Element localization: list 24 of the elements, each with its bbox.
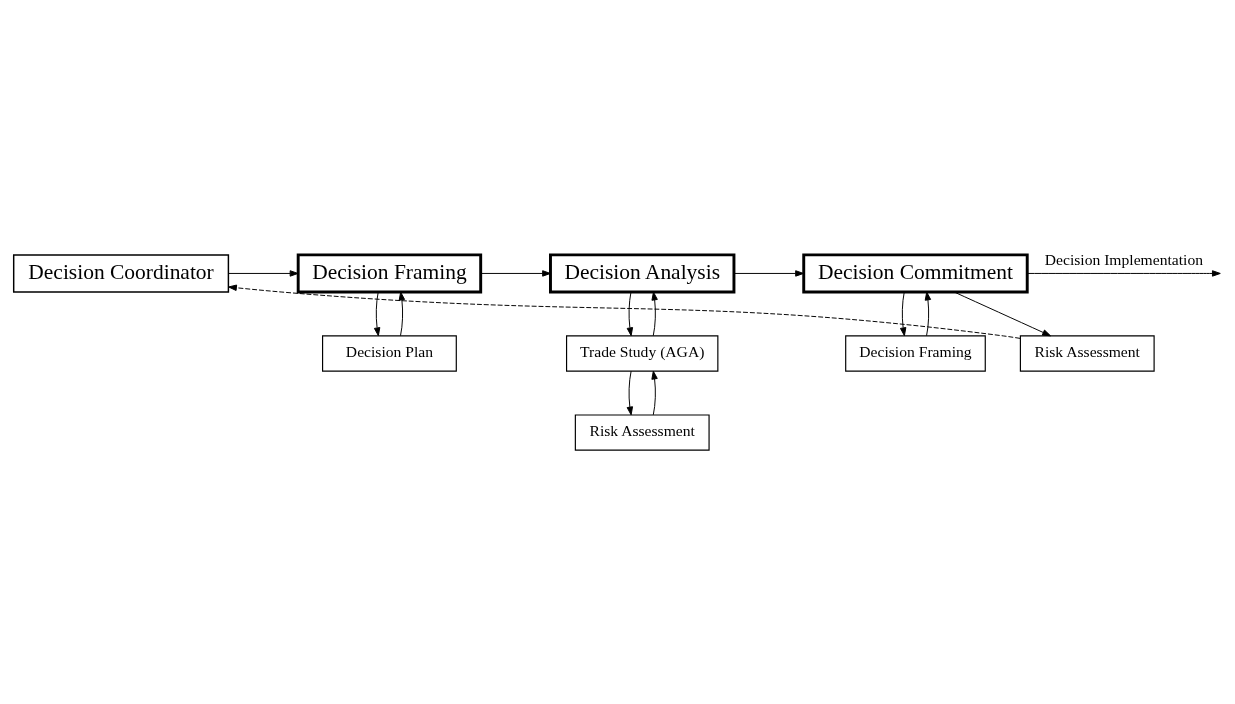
arrow	[924, 291, 932, 336]
arrow	[651, 370, 658, 415]
arrow	[1027, 269, 1221, 277]
node-box: Decision Analysis	[549, 252, 736, 293]
arrow	[626, 291, 634, 336]
node-box: Decision Commitment	[802, 252, 1029, 293]
node-box: Decision Framing	[296, 252, 483, 293]
arrow	[953, 291, 1051, 336]
arrow	[228, 284, 1021, 339]
node-box: Decision Framing	[845, 334, 986, 372]
node-box: Trade Study (AGA)	[566, 334, 719, 372]
arrow	[373, 291, 381, 336]
arrow	[899, 291, 907, 336]
arrow	[480, 269, 551, 277]
node-box: Risk Assessment	[574, 413, 710, 451]
arrow	[228, 269, 299, 277]
arrow	[398, 291, 406, 336]
arrow	[733, 269, 804, 277]
node-box: Decision Coordinator	[12, 253, 230, 293]
arrow	[651, 291, 658, 336]
node-box: Decision Plan	[322, 334, 457, 372]
edge-label: Decision Implementation	[1044, 250, 1204, 268]
node-box: Risk Assessment	[1019, 334, 1155, 372]
arrow	[626, 370, 634, 415]
